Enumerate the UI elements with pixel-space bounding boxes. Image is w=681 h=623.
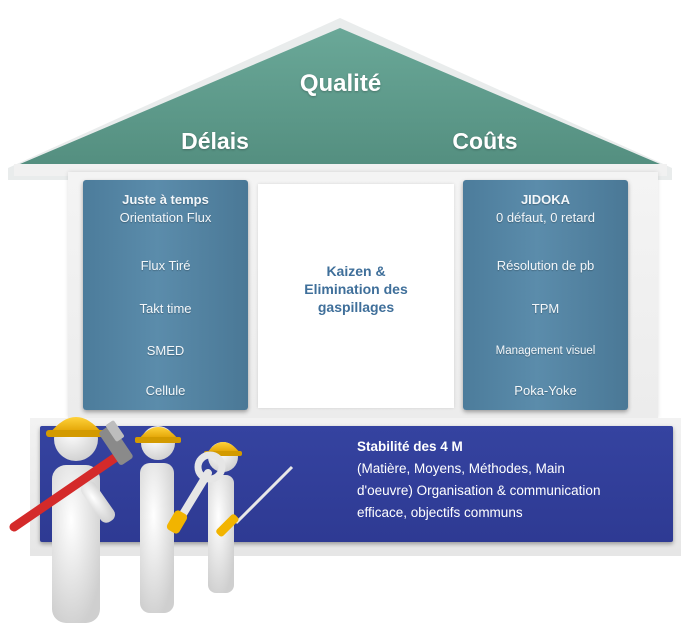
foundation-line: (Matière, Moyens, Méthodes, Main	[357, 461, 565, 476]
center-line: Elimination des	[304, 281, 408, 297]
pillar-right: JIDOKA 0 défaut, 0 retard Résolution de …	[463, 180, 628, 410]
worker-figure	[46, 417, 115, 623]
pillar-right-item: TPM	[531, 301, 560, 316]
pillar-left-item: Flux Tiré	[140, 258, 191, 273]
pillar-left: Juste à temps Orientation Flux Flux Tiré…	[83, 180, 248, 410]
center-panel: Kaizen & Elimination des gaspillages	[258, 184, 454, 408]
pillar-left-item: Cellule	[145, 383, 186, 398]
pillar-left-item: Juste à temps	[122, 192, 209, 207]
center-line: gaspillages	[317, 299, 395, 315]
pillar-right-item: Poka-Yoke	[514, 383, 577, 398]
screwdriver-icon	[216, 465, 294, 537]
roof-label-couts: Coûts	[452, 128, 518, 154]
pillar-left-item: Orientation Flux	[119, 210, 212, 225]
center-line: Kaizen &	[326, 263, 386, 279]
pillar-right-item: 0 défaut, 0 retard	[495, 210, 595, 225]
pillar-right-item: Résolution de pb	[496, 258, 595, 273]
wrench-icon	[166, 451, 226, 534]
hammer-icon	[9, 420, 133, 532]
workers-illustration	[9, 417, 294, 623]
pillar-right-item: Management visuel	[495, 345, 596, 357]
foundation-title: Stabilité des 4 M	[357, 439, 463, 454]
pillar-right-item: JIDOKA	[520, 192, 571, 207]
foundation-line: efficace, objectifs communs	[357, 505, 523, 520]
pillar-left-item: Takt time	[139, 301, 192, 316]
roof-title-quality: Qualité	[299, 70, 382, 97]
worker-figure	[135, 426, 181, 613]
roof-label-delais: Délais	[181, 128, 249, 154]
foundation-line: d'oeuvre) Organisation & communication	[357, 483, 601, 498]
pillar-left-item: SMED	[146, 343, 185, 358]
